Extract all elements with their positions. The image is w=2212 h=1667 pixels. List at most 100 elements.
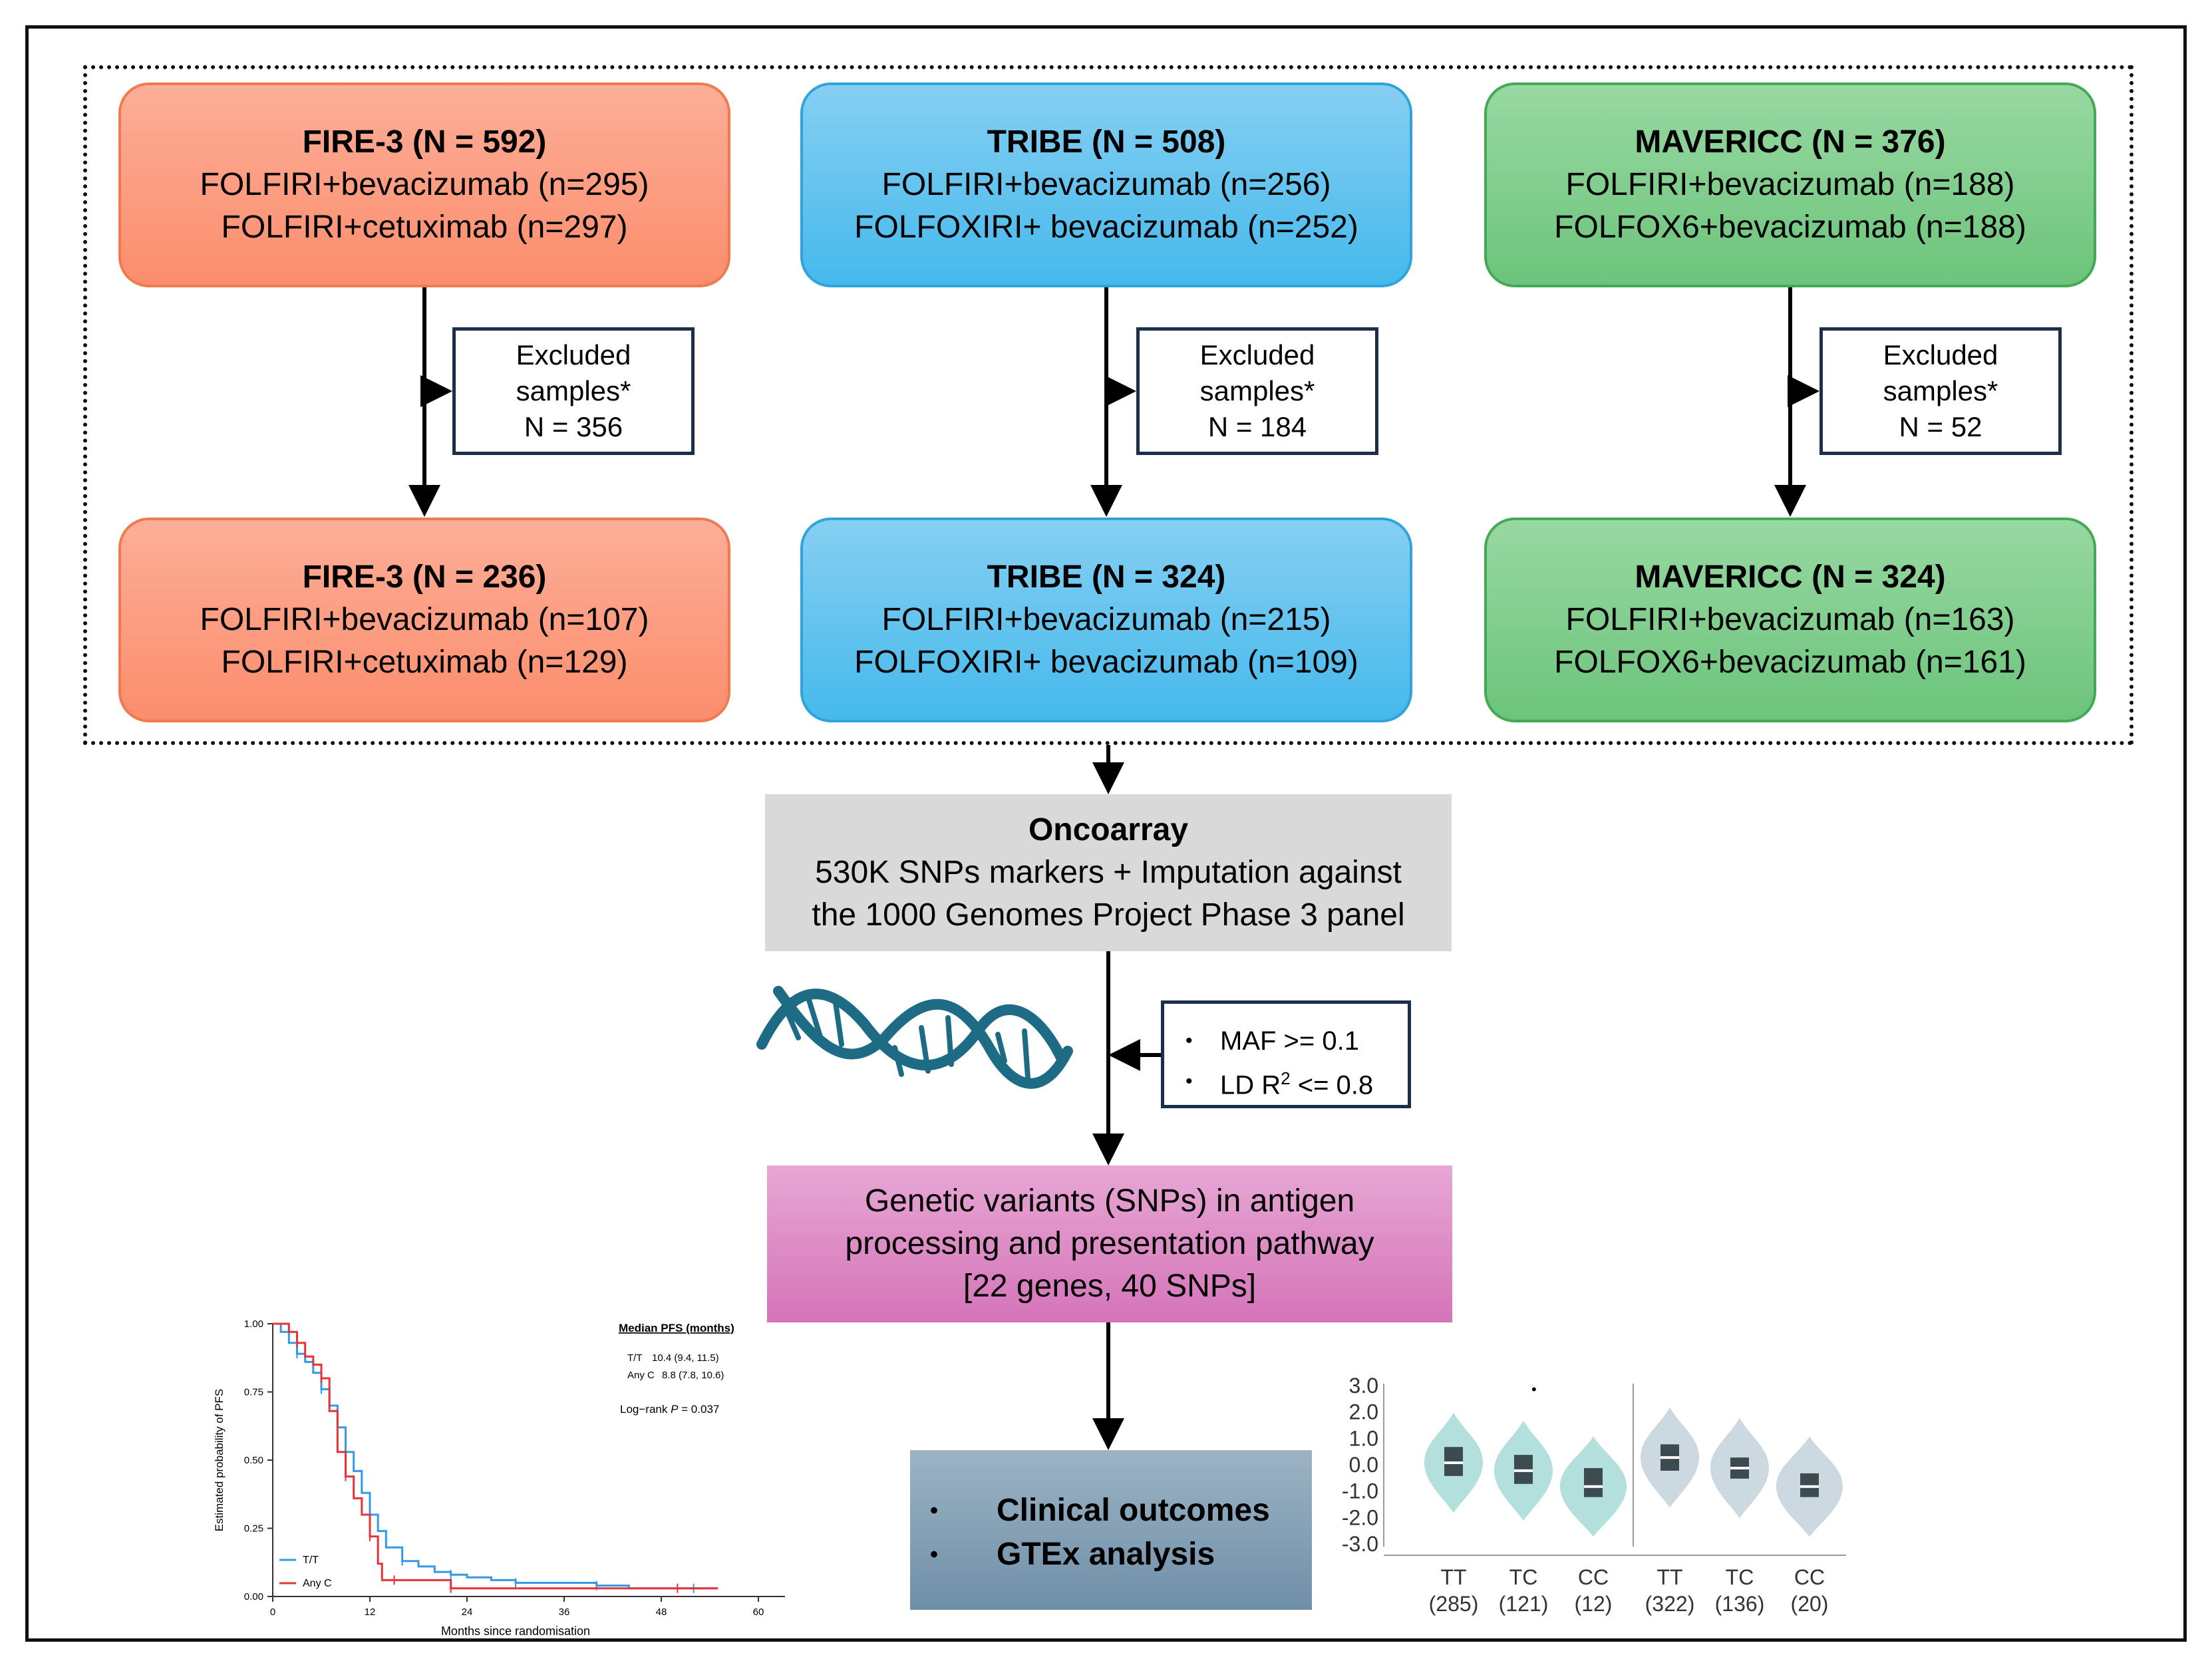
fire3-initial-arm2: FOLFIRI+cetuximab (n=297) [221, 210, 628, 245]
mavericc-initial-arm1: FOLFIRI+bevacizumab (n=188) [1565, 167, 2015, 202]
ld-superscript: 2 [1281, 1068, 1291, 1088]
fire3-initial-box: FIRE-3 (N = 592) FOLFIRI+bevacizumab (n=… [118, 82, 730, 287]
clinical-outcomes-label: Clinical outcomes [997, 1493, 1270, 1528]
fire3-final-box: FIRE-3 (N = 236) FOLFIRI+bevacizumab (n=… [118, 518, 730, 722]
oncoarray-box: Oncoarray 530K SNPs markers + Imputation… [765, 794, 1452, 951]
fire3-final-arm2: FOLFIRI+cetuximab (n=129) [221, 645, 628, 680]
mavericc-excluded-box: Excluded samples* N = 52 [1819, 327, 2062, 455]
oncoarray-title: Oncoarray [1028, 812, 1189, 847]
tribe-final-title: TRIBE (N = 324) [987, 559, 1226, 595]
violin-count-label: (136) [1715, 1592, 1765, 1616]
genetic-line2: processing and presentation pathway [845, 1226, 1374, 1261]
outcome-row: • GTEx analysis [930, 1533, 1312, 1577]
violin-iqr-box [1584, 1467, 1603, 1497]
maf-filter-row: • MAF >= 0.1 [1185, 1022, 1408, 1060]
km-xtick-label: 0 [270, 1606, 275, 1618]
km-tt-value: 10.4 (9.4, 11.5) [652, 1352, 719, 1364]
violin-genotype-label: TT [1657, 1565, 1682, 1589]
tribe-initial-title: TRIBE (N = 508) [987, 124, 1226, 160]
km-legend-anyc: Any C [303, 1578, 332, 1589]
outer-frame [25, 25, 2187, 1642]
trials-group-frame [83, 65, 2133, 745]
violin-ytick-label: -2.0 [1342, 1505, 1378, 1529]
km-legend: T/T Any C [279, 1555, 332, 1589]
violin-count-label: (322) [1645, 1592, 1695, 1616]
km-xtick-label: 48 [656, 1606, 667, 1618]
ld-prefix: LD R [1220, 1070, 1281, 1100]
km-xlabel: Months since randomisation [441, 1624, 590, 1638]
violin-genotype-label: CC [1794, 1565, 1825, 1589]
excluded-count: N = 184 [1207, 411, 1307, 442]
bullet: • [930, 1498, 938, 1523]
excluded-samples-label: samples* [516, 375, 631, 406]
km-ytick-label: 0.25 [244, 1523, 263, 1535]
ld-filter: LD R2 <= 0.8 [1220, 1060, 1373, 1104]
genetic-line3: [22 genes, 40 SNPs] [963, 1269, 1257, 1304]
mavericc-final-box: MAVERICC (N = 324) FOLFIRI+bevacizumab (… [1484, 518, 2096, 722]
mavericc-final-arm1: FOLFIRI+bevacizumab (n=163) [1565, 602, 2015, 637]
fire3-final-arm1: FOLFIRI+bevacizumab (n=107) [200, 602, 649, 637]
bullet: • [1185, 1070, 1193, 1093]
km-legend-tt: T/T [303, 1555, 319, 1566]
violin-genotype-label: CC [1578, 1565, 1609, 1589]
violin-ytick-label: 2.0 [1349, 1400, 1378, 1424]
oncoarray-line2: the 1000 Genomes Project Phase 3 panel [812, 897, 1405, 933]
km-logrank: Log−rank P = 0.037 [620, 1403, 719, 1416]
genetic-variants-box: Genetic variants (SNPs) in antigen proce… [767, 1165, 1452, 1322]
fire3-excluded-box: Excluded samples* N = 356 [452, 327, 695, 455]
violin-ytick-label: -1.0 [1342, 1479, 1378, 1503]
km-ytick-label: 0.75 [244, 1387, 263, 1398]
mavericc-initial-arm2: FOLFOX6+bevacizumab (n=188) [1554, 210, 2026, 245]
violin-ytick-label: 0.0 [1349, 1453, 1378, 1477]
maf-filter: MAF >= 0.1 [1220, 1026, 1359, 1056]
tribe-final-box: TRIBE (N = 324) FOLFIRI+bevacizumab (n=2… [800, 518, 1412, 722]
tribe-initial-arm1: FOLFIRI+bevacizumab (n=256) [881, 167, 1331, 202]
outlier-point: • [1531, 1381, 1537, 1398]
dna-helix-icon [756, 986, 1073, 1089]
snp-filter-box: • MAF >= 0.1 • LD R2 <= 0.8 [1161, 1000, 1411, 1108]
km-ytick-label: 0.00 [244, 1591, 263, 1602]
tribe-initial-arm2: FOLFOXIRI+ bevacizumab (n=252) [854, 210, 1358, 245]
excluded-count: N = 52 [1899, 411, 1982, 442]
oncoarray-line1: 530K SNPs markers + Imputation against [815, 855, 1402, 890]
km-anyc-value: 8.8 (7.8, 10.6) [662, 1370, 724, 1381]
km-curve-anyc [273, 1322, 718, 1590]
ld-filter-row: • LD R2 <= 0.8 [1185, 1060, 1408, 1104]
km-tt-label: T/T [627, 1352, 643, 1364]
bullet: • [930, 1542, 938, 1567]
km-ytick-label: 0.50 [244, 1455, 263, 1466]
violin-ytick-label: 1.0 [1349, 1426, 1378, 1450]
excluded-label: Excluded [1199, 339, 1315, 371]
violin-genotype-label: TC [1726, 1565, 1754, 1589]
km-xtick-label: 60 [753, 1606, 764, 1618]
outcome-row: • Clinical outcomes [930, 1489, 1312, 1533]
bullet: • [1185, 1030, 1193, 1052]
ld-suffix: <= 0.8 [1290, 1070, 1374, 1100]
km-xtick-label: 24 [462, 1606, 473, 1618]
fire3-initial-title: FIRE-3 (N = 592) [302, 124, 547, 160]
km-xtick-label: 36 [559, 1606, 570, 1618]
km-median-header: Median PFS (months) [619, 1322, 734, 1334]
violin-count-label: (285) [1429, 1592, 1479, 1616]
excluded-samples-label: samples* [1199, 375, 1315, 406]
km-curve-tt [273, 1322, 718, 1590]
violin-genotype-label: TC [1509, 1565, 1538, 1589]
outcomes-box: • Clinical outcomes • GTEx analysis [910, 1450, 1312, 1610]
excluded-label: Excluded [516, 339, 631, 371]
gtex-violin-plot: 3.02.01.00.0-1.0-2.0-3.0 TT(285)TC(121)C… [1342, 1374, 1846, 1616]
violin-count-label: (20) [1791, 1592, 1829, 1616]
gtex-analysis-label: GTEx analysis [997, 1537, 1215, 1572]
km-ytick-label: 1.00 [244, 1318, 263, 1330]
violin-ytick-label: 3.0 [1349, 1374, 1378, 1398]
violin-count-label: (12) [1575, 1592, 1613, 1616]
mavericc-initial-box: MAVERICC (N = 376) FOLFIRI+bevacizumab (… [1484, 82, 2096, 287]
excluded-count: N = 356 [524, 411, 623, 442]
genetic-line1: Genetic variants (SNPs) in antigen [864, 1183, 1355, 1219]
fire3-initial-arm1: FOLFIRI+bevacizumab (n=295) [200, 167, 649, 202]
tribe-excluded-box: Excluded samples* N = 184 [1136, 327, 1378, 455]
mavericc-final-arm2: FOLFOX6+bevacizumab (n=161) [1554, 645, 2026, 680]
excluded-label: Excluded [1883, 339, 1998, 371]
mavericc-final-title: MAVERICC (N = 324) [1635, 559, 1946, 595]
violin-genotype-label: TT [1440, 1565, 1466, 1589]
